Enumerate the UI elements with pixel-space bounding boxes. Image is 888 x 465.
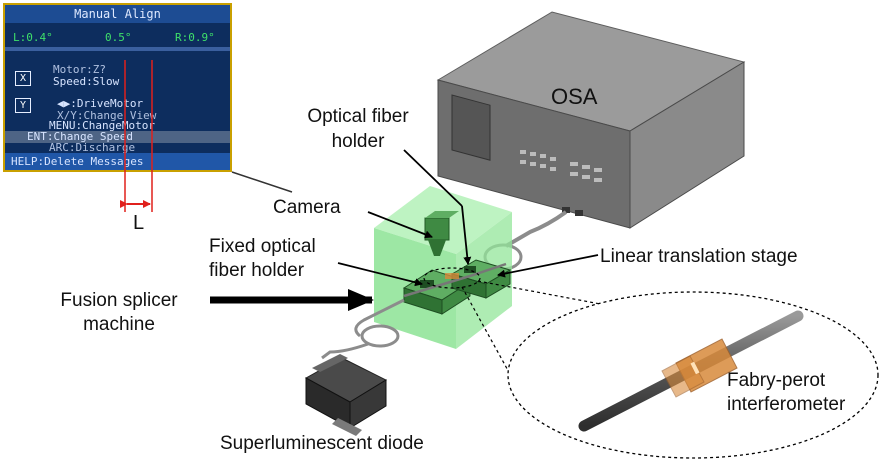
- lcd-motor-line: Motor:Z?: [53, 63, 106, 76]
- splice-point: [445, 273, 459, 279]
- zoom-guide-lower: [461, 286, 517, 386]
- linear-stage-label: Linear translation stage: [600, 246, 798, 267]
- lcd-menu-line: MENU:ChangeMotor: [49, 119, 155, 132]
- lcd-right-angle: R:0.9°: [175, 31, 215, 44]
- fiber-to-sld: [321, 342, 369, 360]
- lcd-arc-line: ARC:Discharge: [49, 141, 136, 154]
- lcd-change-view-line: X/Y:Change View: [57, 109, 157, 122]
- lcd-help-bar: HELP:Delete Messages: [5, 153, 230, 170]
- fpi-fiber: [578, 310, 804, 432]
- gap-marker: [120, 60, 153, 212]
- camera-label: Camera: [273, 197, 341, 218]
- fiber-through-holders: [403, 262, 507, 298]
- leader-optical-holder-a: [403, 149, 463, 207]
- leader-fixed-holder: [337, 262, 423, 287]
- lcd-left-angle: L:0.4°: [13, 31, 53, 44]
- superluminescent-diode: [304, 354, 388, 436]
- fixed-holder-label-1: Fixed optical: [209, 236, 316, 257]
- splice-zoom-source: [423, 267, 481, 289]
- lcd-x-box: X: [15, 71, 31, 86]
- fiber-to-osa: [504, 210, 568, 248]
- lcd-y-box: Y: [15, 98, 31, 113]
- lcd-ent-line: ENT:Change Speed: [27, 130, 133, 143]
- leader-camera: [367, 211, 433, 239]
- lcd-speed-line: Speed:Slow: [53, 75, 120, 88]
- lcd-gray-band: [5, 131, 230, 143]
- sld-label: Superluminescent diode: [220, 433, 424, 454]
- fixed-holder-label-2: fiber holder: [209, 260, 305, 281]
- osa-label: OSA: [551, 84, 598, 109]
- optical-fiber-holder-label-1: Optical fiber: [307, 106, 409, 127]
- gap-label: L: [133, 212, 145, 234]
- fiber-to-coil-left: [354, 298, 405, 338]
- fpi-label-2: interferometer: [727, 394, 846, 415]
- fusion-splicer-label-2: machine: [83, 314, 155, 335]
- lcd-drive-motor-line: ◀▶:DriveMotor: [57, 97, 144, 110]
- splicer-lcd-screen: Manual Align L:0.4° 0.5° R:0.9° X Motor:…: [3, 3, 232, 172]
- fiber-coil-left: [360, 324, 400, 348]
- lcd-fiber-line: [5, 47, 230, 51]
- lcd-center-angle: 0.5°: [105, 31, 132, 44]
- fpi-label-1: Fabry-perot: [727, 370, 826, 391]
- fusion-splicer-label-1: Fusion splicer: [60, 290, 178, 311]
- lcd-title: Manual Align: [5, 5, 230, 23]
- leader-linear-stage: [497, 254, 599, 278]
- osa-instrument: [436, 11, 746, 229]
- leader-lcd-to-camera: [231, 171, 293, 193]
- leader-optical-holder-b: [461, 205, 472, 265]
- optical-fiber-holder-label-2: holder: [331, 131, 385, 152]
